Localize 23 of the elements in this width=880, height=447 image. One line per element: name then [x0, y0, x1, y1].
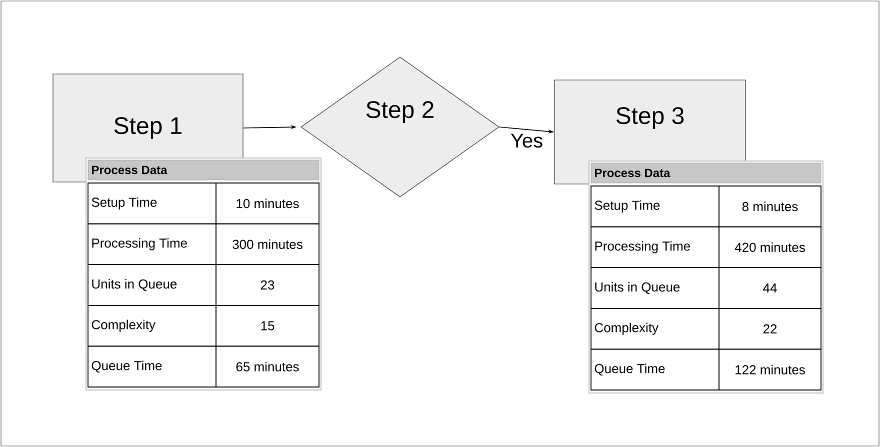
edge-label: Yes [510, 134, 542, 148]
table-cell: 8 minutes [718, 186, 822, 228]
table-cell: 15 [216, 304, 320, 347]
table-cell: Units in Queue [88, 264, 216, 306]
table-header: Process Data [88, 160, 320, 180]
table-cell: Setup Time [88, 182, 216, 224]
table-cell: 22 [718, 308, 822, 350]
table-cell: Setup Time [590, 186, 720, 228]
table-cell: 420 minutes [718, 226, 822, 268]
table-cell: 300 minutes [216, 223, 320, 266]
table-cell: Units in Queue [590, 267, 720, 309]
table-cell: 44 [718, 267, 822, 309]
table-cell: Queue Time [590, 348, 720, 390]
table-cell: Processing Time [88, 223, 216, 266]
table-cell: 23 [216, 264, 320, 306]
table-header: Process Data [590, 162, 822, 184]
table-cell: Complexity [88, 304, 216, 347]
table-cell: Queue Time [88, 346, 216, 388]
table-cell: Processing Time [590, 226, 720, 268]
table-cell: 122 minutes [718, 348, 822, 390]
table-cell: 65 minutes [216, 346, 320, 388]
table-cell: Complexity [590, 308, 720, 350]
table-cell: 10 minutes [216, 182, 320, 224]
